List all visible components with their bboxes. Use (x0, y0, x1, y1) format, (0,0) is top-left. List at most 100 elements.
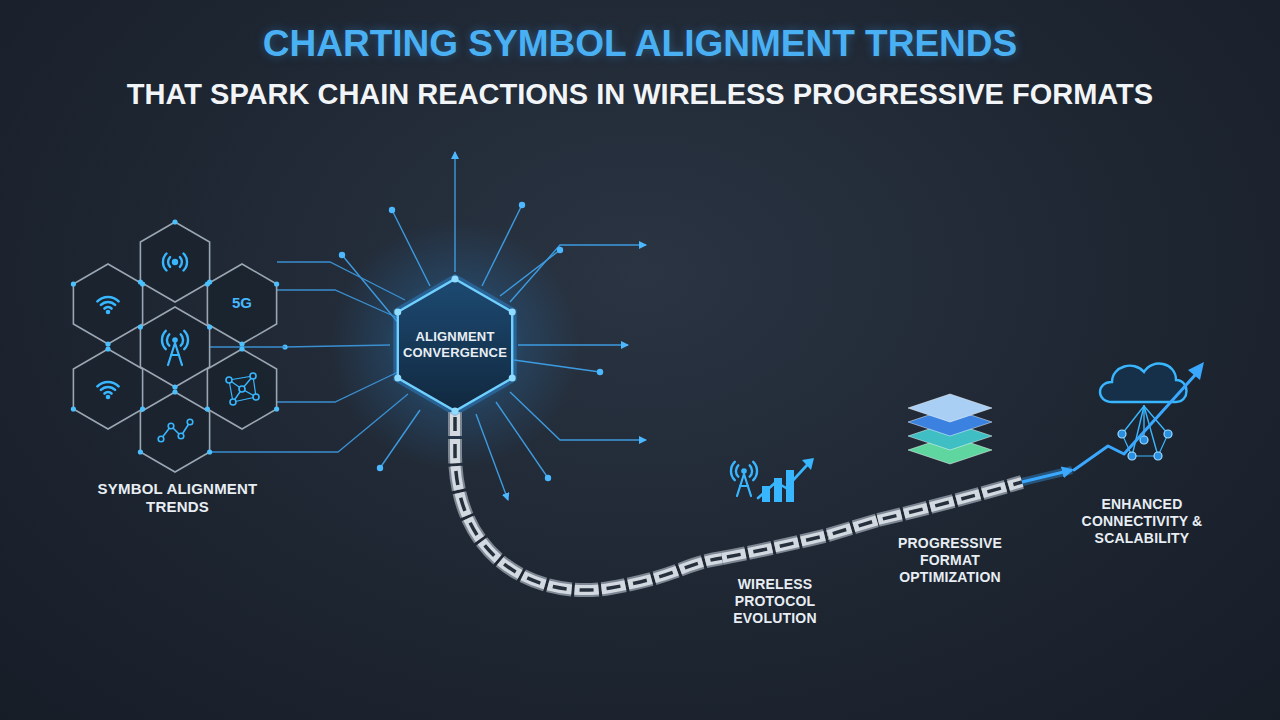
illustration-shape (140, 406, 145, 411)
node-label: ENHANCED CONNECTIVITY & SCALABILITY (1072, 496, 1212, 547)
illustration-shape (250, 373, 256, 379)
illustration-shape (753, 462, 757, 480)
connector-shape (828, 520, 878, 535)
icon-label: 5G (220, 293, 264, 313)
illustration-shape (510, 392, 646, 440)
illustration-shape (1188, 362, 1204, 380)
illustration-shape (1143, 406, 1144, 440)
illustration-shape (1132, 406, 1144, 456)
illustration-shape (509, 309, 516, 316)
illustration-shape (741, 468, 747, 474)
illustration-shape (452, 276, 459, 283)
illustration-shape (1140, 436, 1148, 444)
illustration-shape (740, 485, 748, 487)
illustration-shape (73, 349, 142, 429)
illustration-shape (389, 207, 395, 213)
illustration-shape (101, 387, 115, 390)
illustration-shape (476, 414, 508, 500)
illustration-shape (205, 281, 210, 286)
illustration-shape (545, 475, 551, 481)
hub-rays (342, 152, 646, 500)
node-label: SYMBOL ALIGNMENT TRENDS (70, 480, 285, 517)
chain-connector (828, 520, 878, 535)
connector-shape (828, 520, 878, 535)
connector-shape (1022, 470, 1072, 482)
illustration-shape (138, 324, 143, 329)
illustration-shape (878, 482, 1022, 520)
illustration-shape (339, 252, 345, 258)
illustration-shape (482, 205, 522, 286)
illustration-shape (207, 264, 276, 344)
illustration-shape (106, 310, 111, 315)
trend-cluster: SYMBOL ALIGNMENT TRENDS (70, 218, 285, 521)
illustration-shape (1100, 364, 1187, 402)
illustration-shape (140, 281, 145, 286)
connector-shape (285, 345, 390, 347)
illustration-shape (140, 222, 209, 302)
illustration-shape (140, 307, 209, 387)
illustration-shape (274, 406, 279, 411)
connector-shape (1022, 470, 1072, 482)
illustration-shape (181, 334, 183, 345)
illustration-shape (106, 395, 111, 400)
chain-connector (455, 412, 722, 590)
illustration-shape (514, 360, 600, 372)
illustration-shape (205, 406, 210, 411)
illustration-shape (138, 449, 143, 454)
connector-shape (455, 412, 722, 590)
illustration-shape (1074, 374, 1196, 470)
illustration-shape (162, 331, 166, 349)
illustration-shape (172, 259, 178, 265)
illustration-shape (210, 346, 285, 347)
illustration-shape (178, 433, 184, 439)
illustration-shape (239, 386, 245, 392)
layers-icon (878, 392, 1022, 472)
illustration-shape (253, 394, 259, 400)
illustration-shape (496, 402, 548, 478)
illustration-shape (518, 344, 628, 345)
outcome-node: ENHANCED CONNECTIVITY & SCALABILITY (1072, 350, 1212, 555)
illustration-shape (394, 309, 401, 316)
illustration-shape (172, 219, 177, 224)
illustration-shape (105, 341, 110, 346)
illustration-shape (105, 307, 112, 308)
illustration-shape (73, 264, 142, 344)
illustration-shape (105, 346, 110, 351)
illustration-shape (452, 408, 459, 415)
stage-node: PROGRESSIVE FORMAT OPTIMIZATION (878, 392, 1022, 592)
illustration-shape (908, 394, 992, 422)
illustration-shape (509, 375, 516, 382)
illustration-shape (1154, 452, 1162, 460)
illustration-shape (878, 482, 1022, 520)
illustration-shape (97, 382, 118, 386)
flow-connector (1022, 470, 1072, 482)
illustration-shape (172, 337, 178, 343)
illustration-shape (172, 384, 177, 389)
illustration-shape (229, 376, 256, 402)
illustration-shape (274, 281, 279, 286)
flow-connector (282, 344, 390, 349)
illustration-shape (1164, 430, 1172, 438)
illustration-shape (184, 331, 188, 349)
illustration-shape (557, 247, 563, 253)
illustration-shape (510, 245, 646, 302)
illustration-shape (239, 346, 244, 351)
illustration-shape (398, 279, 512, 411)
illustration-shape (207, 349, 276, 429)
illustration-shape (187, 419, 193, 425)
illustration-shape (394, 375, 401, 382)
node-label: PROGRESSIVE FORMAT OPTIMIZATION (878, 535, 1022, 586)
illustration-shape (172, 389, 177, 394)
illustration-shape (207, 449, 212, 454)
illustration-shape (758, 464, 808, 498)
illustration-shape (500, 250, 560, 296)
illustration-shape (277, 372, 398, 402)
node-label: WIRELESS PROTOCOL EVOLUTION (722, 576, 828, 627)
illustration-shape (597, 369, 603, 375)
illustration-shape (161, 422, 190, 439)
illustration-shape (226, 377, 232, 383)
illustration-shape (802, 458, 814, 470)
illustration-shape (377, 465, 383, 471)
illustration-shape (722, 535, 828, 558)
